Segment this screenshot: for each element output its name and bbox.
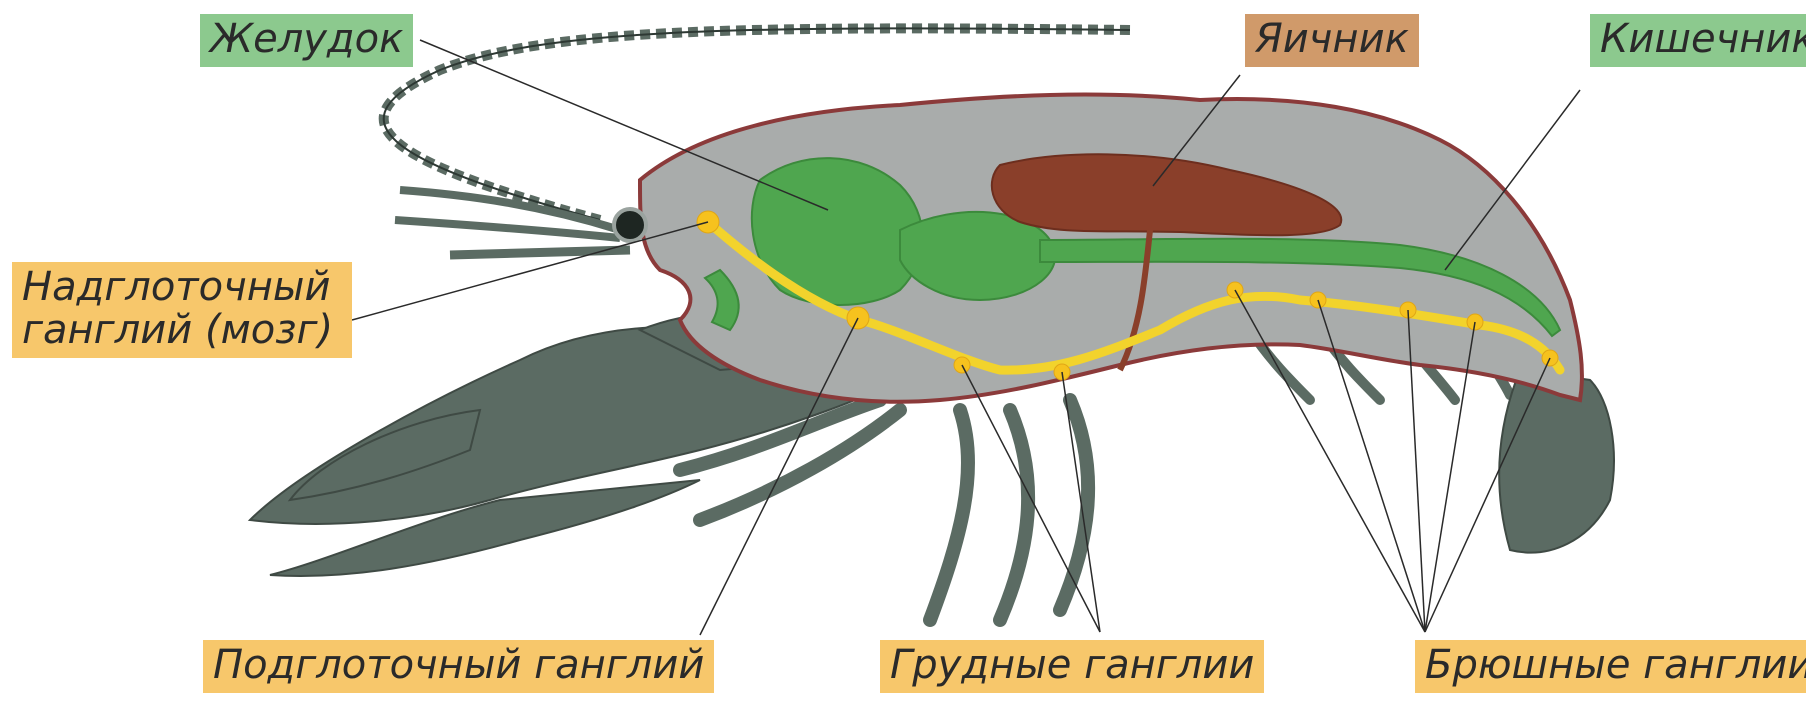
stomach-label: Желудок — [200, 14, 413, 67]
eye — [614, 209, 646, 241]
brain-label-line1: Надглоточный — [22, 266, 342, 309]
tail-fan — [1499, 370, 1614, 553]
thoracic-label: Грудные ганглии — [880, 640, 1264, 693]
ovary-label: Яичник — [1245, 14, 1419, 67]
brain-label-line2: ганглий (мозг) — [22, 309, 342, 352]
intestine-label: Кишечник — [1590, 14, 1806, 67]
abdominal-label: Брюшные ганглии — [1415, 640, 1806, 693]
line-brain — [352, 222, 708, 320]
subpharyngeal-label: Подглоточный ганглий — [203, 640, 714, 693]
brain-label: Надглоточный ганглий (мозг) — [12, 262, 352, 358]
